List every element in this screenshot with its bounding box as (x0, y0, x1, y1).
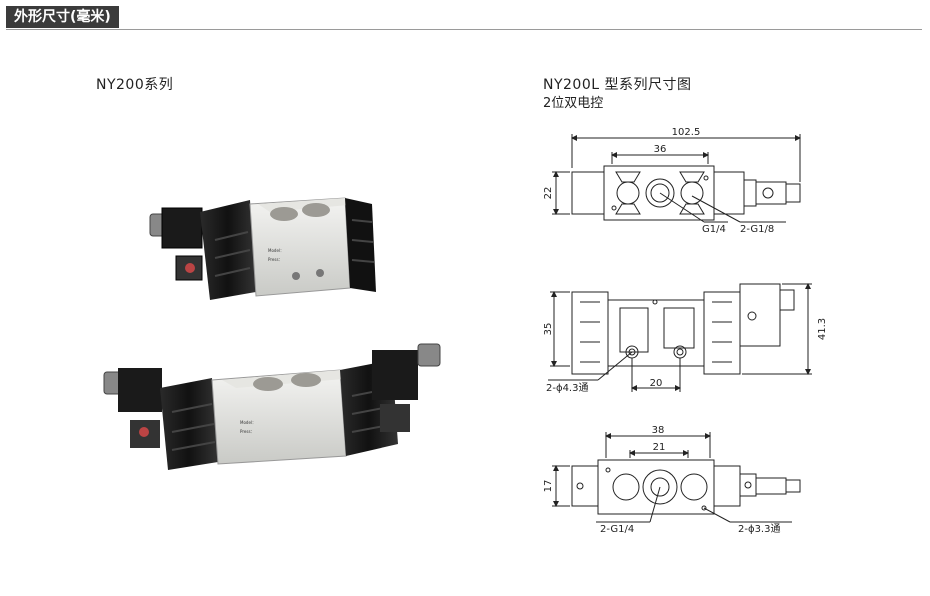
top-view-drawing (552, 134, 801, 223)
valve-photo-double: Model： Press： (103, 343, 441, 470)
right-subtitle: 2位双电控 (543, 96, 604, 111)
section-header-tag: 外形尺寸(毫米) (6, 6, 119, 28)
svg-text:Model：: Model： (268, 248, 284, 253)
dim-front-height-left: 35 (543, 323, 554, 336)
label-port-b: 2-G1/8 (740, 224, 774, 235)
svg-text:Model：: Model： (240, 420, 256, 425)
label-bottom-hole: 2-ϕ3.3通 (738, 523, 780, 535)
left-title: NY200系列 (96, 77, 174, 93)
dim-bottom-height: 17 (543, 480, 554, 493)
dim-height: 22 (543, 187, 554, 200)
dim-bottom-outer: 38 (652, 425, 665, 436)
dim-hole-spacing: 20 (650, 378, 663, 389)
right-title: NY200L 型系列尺寸图 (543, 77, 692, 93)
dim-bottom-inner: 21 (653, 442, 666, 453)
label-bottom-ports: 2-G1/4 (600, 524, 634, 535)
svg-text:Press：: Press： (268, 257, 283, 262)
dim-port-pitch: 36 (654, 144, 667, 155)
label-port-a: G1/4 (702, 224, 726, 235)
svg-text:Press：: Press： (240, 429, 255, 434)
header-divider (6, 29, 922, 30)
dim-front-height-right: 41.3 (817, 318, 828, 340)
valve-photo-single: Model： Press： (149, 197, 376, 300)
label-mount-hole: 2-ϕ4.3通 (546, 382, 588, 394)
dim-overall-width: 102.5 (672, 127, 701, 138)
front-view-drawing (548, 283, 812, 392)
bottom-view-drawing (552, 432, 801, 523)
